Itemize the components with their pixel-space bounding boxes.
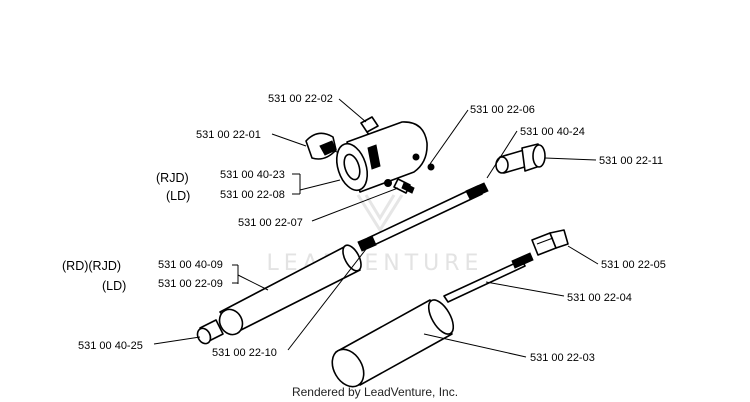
label-531-00-22-11: 531 00 22-11 — [599, 155, 663, 167]
part-drive-shaft-40-24 — [357, 182, 489, 252]
condition-rd-rjd: (RD)(RJD) — [62, 259, 121, 273]
label-531-00-40-09: 531 00 40-09 — [158, 259, 223, 271]
condition-rjd-top: (RJD) — [156, 171, 189, 185]
label-531-00-22-09: 531 00 22-09 — [158, 278, 223, 290]
label-531-00-22-08: 531 00 22-08 — [220, 189, 285, 201]
part-collar-22-11 — [495, 143, 546, 174]
rendered-by-credit: Rendered by LeadVenture, Inc. — [292, 385, 458, 399]
part-wing-knob-22-01 — [305, 132, 343, 160]
part-tube-40-09 — [218, 244, 362, 336]
label-531-00-22-04: 531 00 22-04 — [567, 292, 632, 304]
label-531-00-40-25: 531 00 40-25 — [78, 340, 143, 352]
label-531-00-22-07: 531 00 22-07 — [238, 217, 303, 229]
label-531-00-22-10: 531 00 22-10 — [212, 347, 277, 359]
watermark-logo-icon — [356, 194, 404, 233]
part-clamp-housing — [335, 121, 435, 193]
leader-lines — [153, 98, 599, 358]
label-531-00-40-24: 531 00 40-24 — [520, 126, 585, 138]
condition-ld-top: (LD) — [166, 189, 190, 203]
label-531-00-40-23: 531 00 40-23 — [220, 169, 285, 181]
label-531-00-22-06: 531 00 22-06 — [470, 104, 535, 116]
variant-condition-labels: (RJD) (LD) (RD)(RJD) (LD) — [62, 171, 190, 293]
label-531-00-22-02: 531 00 22-02 — [268, 93, 333, 105]
label-531-00-22-03: 531 00 22-03 — [530, 352, 595, 364]
condition-ld-bottom: (LD) — [102, 279, 126, 293]
part-coupling-22-05 — [531, 229, 569, 256]
watermark: LEADVENTURE — [267, 194, 478, 276]
part-screw-22-07 — [393, 178, 415, 194]
label-531-00-22-01: 531 00 22-01 — [196, 129, 261, 141]
label-531-00-22-05: 531 00 22-05 — [601, 259, 666, 271]
part-tube-22-03 — [331, 299, 455, 388]
part-number-labels: 531 00 22-02 531 00 22-01 531 00 22-06 5… — [78, 93, 666, 364]
part-bushing-40-25 — [196, 319, 224, 345]
part-drive-shaft-22-04 — [443, 252, 534, 303]
